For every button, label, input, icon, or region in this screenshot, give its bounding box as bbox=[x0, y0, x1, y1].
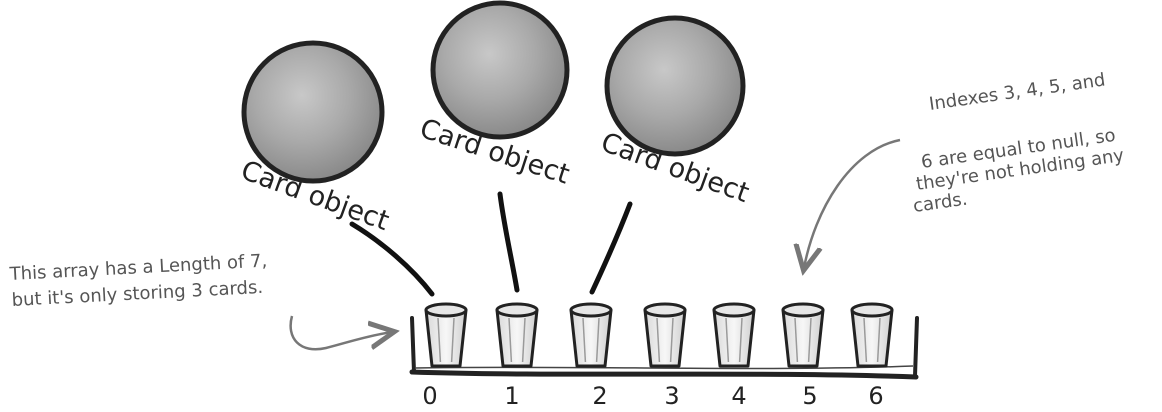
card-object-ball-2 bbox=[430, 0, 570, 140]
card-object-ball-3 bbox=[604, 15, 746, 157]
right-annotation-line1: Indexes 3, 4, 5, and bbox=[928, 69, 1107, 115]
index-label-6: 6 bbox=[868, 382, 883, 410]
card-object-ball-1 bbox=[241, 40, 385, 184]
array-cup-2 bbox=[569, 302, 613, 368]
right-annotation-arrow bbox=[804, 138, 901, 268]
index-label-3: 3 bbox=[664, 382, 679, 410]
array-cup-4 bbox=[712, 302, 756, 368]
array-rack bbox=[409, 316, 919, 380]
index-label-4: 4 bbox=[731, 382, 746, 410]
reference-line-2 bbox=[589, 201, 633, 295]
array-cup-0 bbox=[424, 302, 468, 368]
reference-line-1 bbox=[497, 191, 520, 293]
index-labels: 0 1 2 3 4 5 6 bbox=[422, 382, 883, 410]
index-label-5: 5 bbox=[802, 382, 817, 410]
left-annotation-arrow bbox=[289, 315, 392, 351]
array-cup-6 bbox=[850, 302, 894, 368]
index-label-0: 0 bbox=[422, 382, 437, 410]
array-cups bbox=[424, 302, 894, 368]
reference-line-0 bbox=[349, 221, 435, 297]
array-cup-1 bbox=[495, 302, 539, 368]
array-cup-5 bbox=[781, 302, 825, 368]
index-label-1: 1 bbox=[504, 382, 519, 410]
index-label-2: 2 bbox=[592, 382, 607, 410]
array-cup-3 bbox=[643, 302, 687, 368]
